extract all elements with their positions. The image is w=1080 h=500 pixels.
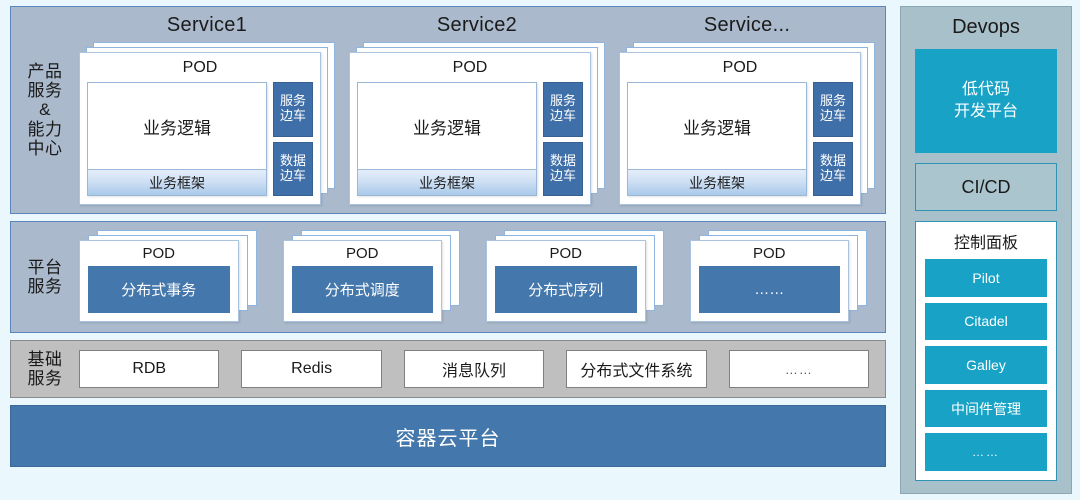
pod-card[interactable]: POD 业务逻辑 业务框架 服务边车 <box>349 52 591 205</box>
pod-title: POD <box>182 59 218 76</box>
sidecar-service-label: 服务边车 <box>819 93 846 124</box>
pod-title: POD <box>722 59 758 76</box>
infrastructure-items: RDB Redis 消息队列 分布式文件系统 …… <box>79 341 885 397</box>
pod-card[interactable]: POD 业务逻辑 业务框架 服务边车 <box>79 52 321 205</box>
business-container: 业务逻辑 业务框架 <box>357 82 537 196</box>
sidecar-data[interactable]: 数据边车 <box>273 141 313 196</box>
business-framework-box: 业务框架 <box>628 169 806 195</box>
main-stack: 产品 服务 & 能力 中心 Service1 POD <box>10 6 886 494</box>
sidecar-data-label: 数据边车 <box>819 152 846 183</box>
sidecar-service[interactable]: 服务边车 <box>543 82 583 137</box>
platform-service-box: 分布式调度 <box>291 266 433 313</box>
pod-title: POD <box>142 245 175 262</box>
business-container: 业务逻辑 业务框架 <box>627 82 807 196</box>
sidecar-service[interactable]: 服务边车 <box>813 82 853 137</box>
business-framework-box: 业务框架 <box>88 169 266 195</box>
band-label-line: & <box>39 100 51 120</box>
business-logic-box: 业务逻辑 <box>143 118 211 138</box>
control-item-citadel[interactable]: Citadel <box>925 302 1047 341</box>
service-column-1[interactable]: Service1 POD 业务逻辑 业务框架 <box>79 13 335 205</box>
pod-inner: 业务逻辑 业务框架 服务边车 数据边车 <box>87 82 313 196</box>
control-item-pilot[interactable]: Pilot <box>925 259 1047 297</box>
cicd-label: CI/CD <box>961 176 1011 197</box>
devops-title: Devops <box>952 16 1020 38</box>
pod-title: POD <box>549 245 582 262</box>
control-panel-list: Pilot Citadel Galley 中间件管理 …… <box>925 259 1047 471</box>
control-item-middleware-management[interactable]: 中间件管理 <box>925 389 1047 428</box>
pod-title: POD <box>752 245 786 262</box>
container-cloud-platform-label: 容器云平台 <box>395 427 501 450</box>
pod-title: POD <box>452 59 488 76</box>
devops-panel: Devops 低代码 开发平台 CI/CD 控制面板 Pilot Citadel… <box>900 6 1072 494</box>
sidecar-data[interactable]: 数据边车 <box>813 141 853 196</box>
control-panel: 控制面板 Pilot Citadel Galley 中间件管理 …… <box>915 221 1057 481</box>
sidecar-service-label: 服务边车 <box>549 93 576 124</box>
band-label-product-services: 产品 服务 & 能力 中心 <box>11 7 79 213</box>
infra-item-message-queue[interactable]: 消息队列 <box>403 350 545 388</box>
band-label-line: 中心 <box>27 138 63 158</box>
infra-item-redis[interactable]: Redis <box>241 350 382 388</box>
service-title: Service... <box>703 14 791 36</box>
pod-inner: 业务逻辑 业务框架 服务边车 数据边车 <box>627 82 853 196</box>
control-item-galley[interactable]: Galley <box>925 346 1047 384</box>
control-item-more[interactable]: …… <box>925 433 1047 471</box>
band-label-line: 服务 <box>27 277 63 296</box>
platform-columns: POD 分布式事务 POD 分布式调度 POD <box>79 222 885 332</box>
lowcode-platform-box[interactable]: 低代码 开发平台 <box>915 49 1057 153</box>
infra-item-more[interactable]: …… <box>728 350 870 388</box>
plat-card[interactable]: POD 分布式事务 <box>79 240 239 322</box>
pod-stack: POD 业务逻辑 业务框架 服务边车 <box>619 42 875 205</box>
business-framework-box: 业务框架 <box>358 169 536 195</box>
sidecar-group: 服务边车 数据边车 <box>813 82 853 196</box>
pod-inner: 业务逻辑 业务框架 服务边车 数据边车 <box>357 82 583 196</box>
band-platform-services: 平台 服务 POD 分布式事务 POD <box>10 221 886 333</box>
band-label-line: 平台 <box>27 257 63 277</box>
plat-card[interactable]: POD 分布式序列 <box>486 240 646 322</box>
infra-item-distributed-file-system[interactable]: 分布式文件系统 <box>566 350 707 388</box>
platform-service-box: …… <box>698 266 840 313</box>
band-label-line: 服务 <box>27 81 63 101</box>
pod-stack: POD 业务逻辑 业务框架 服务边车 <box>79 42 335 205</box>
cicd-box[interactable]: CI/CD <box>915 163 1057 211</box>
sidecar-data-label: 数据边车 <box>279 152 306 183</box>
sidecar-service-label: 服务边车 <box>279 93 306 124</box>
pod-stack: POD 业务逻辑 业务框架 服务边车 <box>349 42 605 205</box>
platform-pod-3[interactable]: POD 分布式序列 <box>486 230 664 322</box>
band-label-infrastructure: 基础 服务 <box>11 341 79 397</box>
plat-card[interactable]: POD …… <box>689 240 849 322</box>
band-label-line: 服务 <box>27 369 63 388</box>
service-title: Service1 <box>166 14 248 36</box>
band-label-line: 能力 <box>27 119 63 139</box>
sidecar-group: 服务边车 数据边车 <box>273 82 313 196</box>
plat-card[interactable]: POD 分布式调度 <box>282 240 442 322</box>
business-logic-box: 业务逻辑 <box>413 118 481 138</box>
container-cloud-platform-bar: 容器云平台 <box>10 405 886 467</box>
band-label-platform-services: 平台 服务 <box>11 222 79 332</box>
business-logic-box: 业务逻辑 <box>683 118 751 138</box>
pod-card[interactable]: POD 业务逻辑 业务框架 服务边车 <box>619 52 861 205</box>
band-label-line: 基础 <box>27 349 63 369</box>
service-column-3[interactable]: Service... POD 业务逻辑 业务框架 <box>619 13 875 205</box>
band-label-line: 产品 <box>27 62 63 82</box>
lowcode-line-2: 开发平台 <box>953 103 1018 120</box>
sidecar-data[interactable]: 数据边车 <box>543 141 583 196</box>
infra-item-rdb[interactable]: RDB <box>79 350 220 388</box>
lowcode-line-1: 低代码 <box>961 81 1010 99</box>
platform-service-box: 分布式序列 <box>495 266 637 313</box>
pod-title: POD <box>345 245 379 262</box>
band-product-services: 产品 服务 & 能力 中心 Service1 POD <box>10 6 886 214</box>
platform-service-box: 分布式事务 <box>88 266 230 313</box>
sidecar-service[interactable]: 服务边车 <box>273 82 313 137</box>
service-title: Service2 <box>436 14 518 36</box>
sidecar-data-label: 数据边车 <box>549 152 576 183</box>
services-columns: Service1 POD 业务逻辑 业务框架 <box>79 7 885 213</box>
sidecar-group: 服务边车 数据边车 <box>543 82 583 196</box>
band-infrastructure-services: 基础 服务 RDB Redis 消息队列 分布式文件系统 …… <box>10 340 886 398</box>
service-column-2[interactable]: Service2 POD 业务逻辑 业务框架 <box>349 13 605 205</box>
control-panel-title: 控制面板 <box>953 235 1018 252</box>
business-container: 业务逻辑 业务框架 <box>87 82 267 196</box>
platform-pod-1[interactable]: POD 分布式事务 <box>79 230 257 322</box>
platform-pod-4[interactable]: POD …… <box>689 230 867 322</box>
platform-pod-2[interactable]: POD 分布式调度 <box>282 230 460 322</box>
